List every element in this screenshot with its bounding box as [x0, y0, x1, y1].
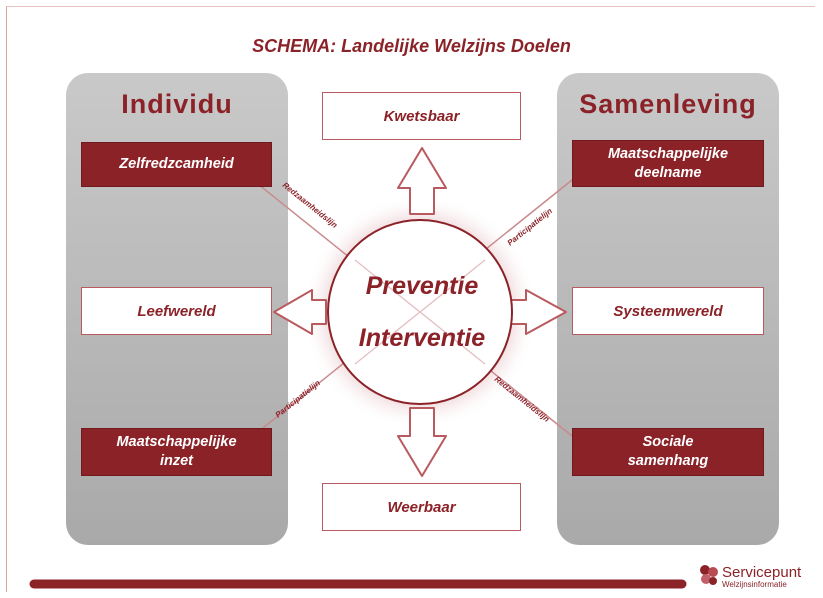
arrow-left-icon [273, 289, 327, 335]
box-leefwereld: Leefwereld [81, 287, 272, 335]
box-sociale-samenhang-line1: Sociale [642, 434, 694, 450]
servicepunt-logo-icon [700, 565, 718, 585]
diagonal-label-lower-right: Redzaamheidslijn [493, 375, 551, 424]
center-label-interventie: Interventie [359, 324, 486, 352]
box-weerbaar: Weerbaar [322, 483, 521, 531]
logo-tagline: Welzijnsinformatie [722, 580, 787, 589]
box-systeemwereld: Systeemwereld [572, 287, 764, 335]
arrow-down-icon [397, 407, 447, 477]
box-maatschappelijke-deelname-line1: Maatschappelijke [607, 145, 729, 162]
box-maatschappelijke-deelname-line2: deelname [634, 164, 702, 181]
box-sociale-samenhang: Sociale samenhang [572, 428, 764, 476]
arrow-up-icon [397, 147, 447, 215]
box-sociale-samenhang-line2: samenhang [627, 453, 709, 469]
box-maatschappelijke-inzet-line1: Maatschappelijke [116, 434, 237, 450]
box-maatschappelijke-inzet-line2: inzet [159, 453, 194, 469]
individu-heading: Individu [121, 89, 233, 119]
diagram-title: SCHEMA: Landelijke Welzijns Doelen [252, 36, 571, 56]
logo-name: Servicepunt [722, 564, 802, 581]
diagonal-label-lower-left: Participatielijn [274, 378, 322, 419]
samenleving-heading: Samenleving [579, 89, 757, 119]
box-kwetsbaar: Kwetsbaar [322, 92, 521, 140]
slide-frame [6, 6, 815, 592]
center-label-preventie: Preventie [366, 272, 479, 300]
box-maatschappelijke-deelname: Maatschappelijke deelname [572, 140, 764, 187]
diagonal-label-upper-left: Redzaamheidslijn [281, 181, 339, 230]
box-zelfredzaamheid: Zelfredzcamheid [81, 142, 272, 187]
box-maatschappelijke-inzet: Maatschappelijke inzet [81, 428, 272, 476]
